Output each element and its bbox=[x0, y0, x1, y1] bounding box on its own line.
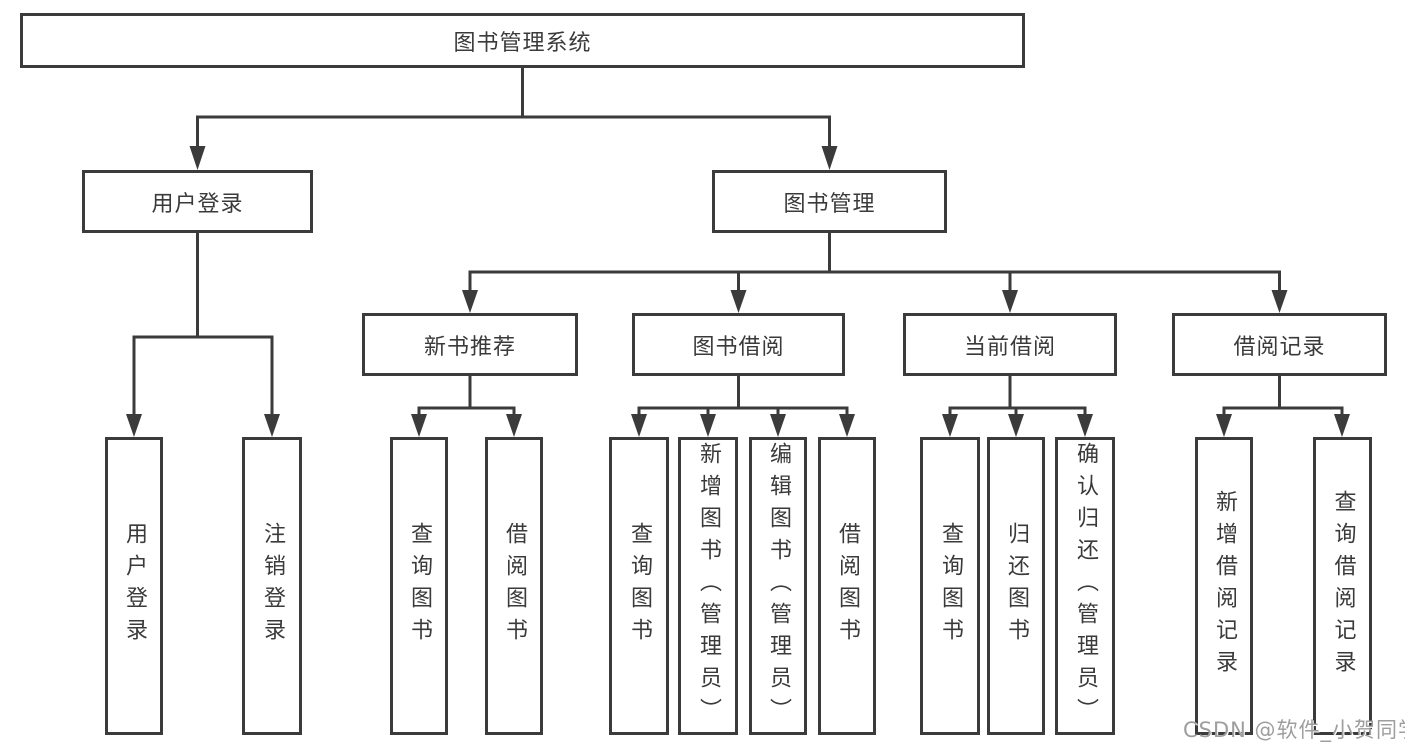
node-book-management: 图书管理 bbox=[712, 170, 947, 233]
arrow-icon bbox=[126, 414, 142, 437]
leaf-query-books-borrow: 查询图书 bbox=[609, 437, 669, 735]
node-current-borrowing: 当前借阅 bbox=[903, 313, 1117, 376]
node-label: 图书管理 bbox=[783, 191, 876, 217]
node-label: 用户登录 bbox=[151, 191, 244, 217]
arrow-icon bbox=[1271, 290, 1288, 313]
node-system-root: 图书管理系统 bbox=[20, 13, 1025, 68]
arrow-icon bbox=[189, 146, 206, 170]
node-label: 图书借阅 bbox=[692, 334, 785, 360]
arrow-icon bbox=[1216, 414, 1232, 437]
node-label: 新增图书（管理员） bbox=[696, 442, 721, 730]
arrow-icon bbox=[942, 414, 958, 437]
node-new-book-recommendation: 新书推荐 bbox=[362, 313, 578, 376]
arrow-icon bbox=[506, 414, 522, 437]
connector-book-borrowing bbox=[637, 374, 849, 420]
connector-current-borrowing bbox=[948, 374, 1087, 420]
node-label: 查询图书 bbox=[627, 522, 652, 650]
arrow-icon bbox=[1002, 290, 1018, 313]
leaf-query-books-current: 查询图书 bbox=[920, 437, 980, 735]
arrow-icon bbox=[411, 414, 427, 437]
node-label: 借阅图书 bbox=[502, 522, 527, 650]
node-label: 用户登录 bbox=[122, 522, 147, 650]
leaf-return-book: 归还图书 bbox=[987, 437, 1045, 735]
leaf-query-borrow-record: 查询借阅记录 bbox=[1313, 437, 1372, 735]
arrow-icon bbox=[1008, 414, 1024, 437]
arrow-icon bbox=[1077, 414, 1093, 437]
leaf-add-borrow-record: 新增借阅记录 bbox=[1195, 437, 1253, 735]
arrowheads bbox=[126, 146, 1350, 437]
leaf-confirm-return-admin: 确认归还（管理员） bbox=[1055, 437, 1115, 735]
arrow-icon bbox=[1334, 414, 1350, 437]
arrow-icon bbox=[264, 414, 280, 437]
node-label: 当前借阅 bbox=[963, 334, 1056, 360]
node-label: 查询图书 bbox=[938, 522, 963, 650]
arrow-icon bbox=[821, 146, 838, 170]
arrow-icon bbox=[770, 414, 786, 437]
connector-root bbox=[196, 66, 831, 152]
connector-borrowing-records bbox=[1222, 374, 1344, 420]
leaf-add-book-admin: 新增图书（管理员） bbox=[678, 437, 738, 735]
csdn-watermark: CSDN @软件_小贺同学 bbox=[1183, 718, 1405, 742]
leaf-query-books-recommend: 查询图书 bbox=[390, 437, 448, 735]
leaf-user-login: 用户登录 bbox=[105, 437, 163, 735]
leaf-edit-book-admin: 编辑图书（管理员） bbox=[749, 437, 807, 735]
node-label: 图书管理系统 bbox=[453, 30, 592, 56]
node-borrowing-records: 借阅记录 bbox=[1172, 313, 1387, 376]
leaf-logout: 注销登录 bbox=[242, 437, 302, 735]
node-label: 注销登录 bbox=[260, 522, 285, 650]
node-label: 确认归还（管理员） bbox=[1073, 442, 1098, 730]
connector-book-management bbox=[468, 231, 1281, 296]
arrow-icon bbox=[730, 290, 747, 313]
leaf-borrow-books-borrow: 借阅图书 bbox=[818, 437, 876, 735]
node-label: 新书推荐 bbox=[423, 334, 516, 360]
node-label: 查询图书 bbox=[407, 522, 432, 650]
node-label: 归还图书 bbox=[1004, 522, 1029, 650]
node-user-login: 用户登录 bbox=[82, 170, 313, 233]
leaf-borrow-books-recommend: 借阅图书 bbox=[485, 437, 543, 735]
connector-new-book-recommendation bbox=[417, 374, 516, 420]
arrow-icon bbox=[839, 414, 855, 437]
node-label: 借阅图书 bbox=[835, 522, 860, 650]
arrow-icon bbox=[700, 414, 716, 437]
node-label: 借阅记录 bbox=[1233, 334, 1326, 360]
node-book-borrowing: 图书借阅 bbox=[632, 313, 845, 376]
node-label: 查询借阅记录 bbox=[1330, 490, 1356, 682]
arrow-icon bbox=[631, 414, 647, 437]
arrow-icon bbox=[462, 290, 478, 313]
node-label: 新增借阅记录 bbox=[1212, 490, 1237, 682]
node-label: 编辑图书（管理员） bbox=[766, 442, 791, 730]
connector-user-login bbox=[132, 231, 274, 420]
